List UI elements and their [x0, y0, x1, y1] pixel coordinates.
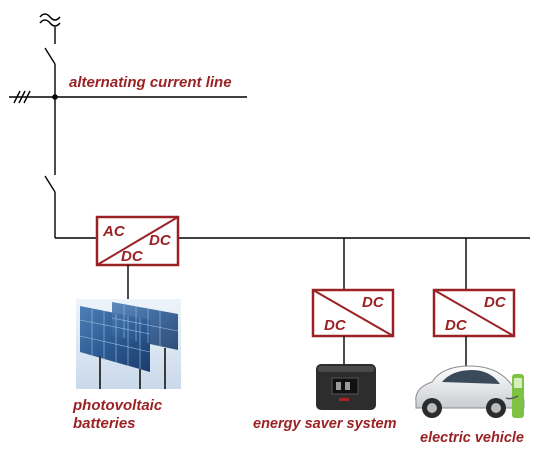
energy-saver-label: energy saver system	[253, 416, 397, 432]
vehicle-converter-top-label: DC	[484, 294, 507, 311]
switch-icon	[44, 47, 56, 65]
vehicle-converter-bottom-label: DC	[445, 317, 468, 334]
main-converter: AC DC DC	[95, 215, 180, 267]
switch-icon	[44, 175, 56, 193]
electric-vehicle-label: electric vehicle	[420, 430, 524, 446]
solar-panel-icon	[76, 299, 181, 389]
vehicle-converter: DC DC	[432, 288, 516, 338]
ac-line-label: alternating current line	[69, 74, 232, 91]
electric-car-icon	[415, 365, 525, 418]
junction-dot	[52, 94, 58, 100]
pv-label-line1: photovoltaic	[72, 397, 163, 414]
main-converter-dc-bottom-label: DC	[121, 248, 144, 265]
charging-station-icon	[505, 374, 524, 418]
three-phase-hash-icon	[13, 90, 31, 104]
ac-sine-icon	[39, 13, 61, 27]
energy-saver-converter: DC DC	[311, 288, 395, 338]
main-converter-ac-label: AC	[102, 223, 126, 240]
main-converter-dc-right-label: DC	[149, 232, 172, 249]
pv-label-line2: batteries	[73, 415, 136, 432]
saver-converter-top-label: DC	[362, 294, 385, 311]
saver-converter-bottom-label: DC	[324, 317, 347, 334]
energy-storage-unit-icon	[316, 364, 376, 410]
